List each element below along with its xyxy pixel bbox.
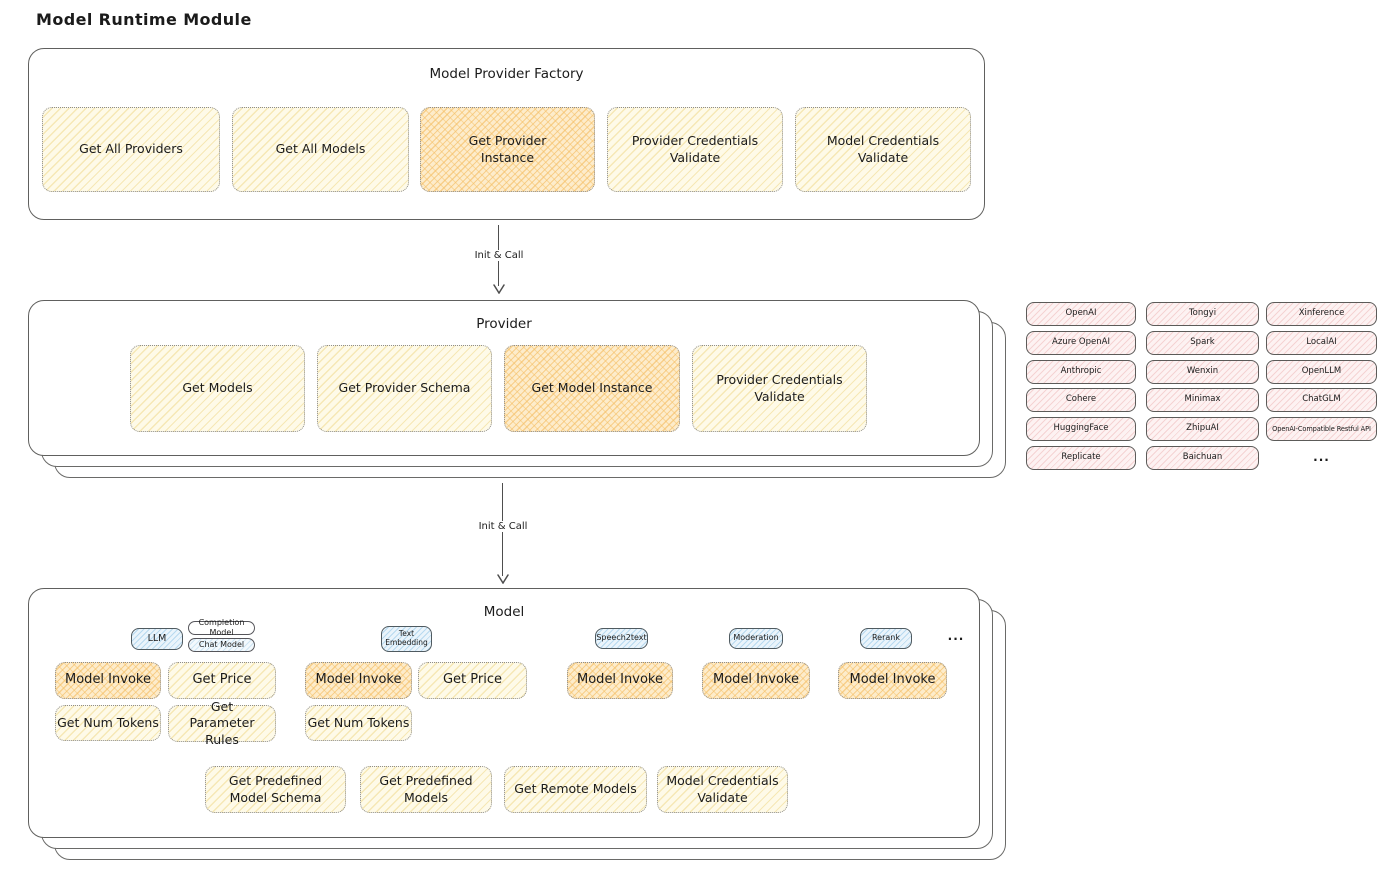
model-action-model-invoke: Model Invoke <box>838 662 947 699</box>
factory-button-get-all-models: Get All Models <box>232 107 409 192</box>
provider-button-provider-credentials-validate: Provider Credentials Validate <box>692 345 867 432</box>
model-action-get-remote-models: Get Remote Models <box>504 766 647 813</box>
tab-completion-model: Completion Model <box>188 618 255 637</box>
model-title: Model <box>483 604 525 620</box>
provider-button-get-model-instance: Get Model Instance <box>504 345 680 432</box>
provider-chip: Baichuan <box>1146 446 1259 470</box>
factory-button-get-all-providers: Get All Providers <box>42 107 220 192</box>
arrow-label: Init & Call <box>463 521 543 532</box>
factory-title: Model Provider Factory <box>429 66 584 82</box>
model-action-get-parameter-rules: Get Parameter Rules <box>168 699 276 747</box>
tab-text-embedding: Text Embedding <box>381 626 432 652</box>
provider-chip: ZhipuAI <box>1146 417 1259 441</box>
provider-chip: Anthropic <box>1026 360 1136 384</box>
factory-button-model-credentials-validate: Model Credentials Validate <box>795 107 971 192</box>
provider-chip: Tongyi <box>1146 302 1259 326</box>
tab-moderation: Moderation <box>729 628 783 649</box>
model-action-get-predefined-models: Get Predefined Models <box>360 766 492 813</box>
model-action-get-price: Get Price <box>168 662 276 699</box>
provider-chip: HuggingFace <box>1026 417 1136 441</box>
tab-chat-model: Chat Model <box>188 638 255 652</box>
factory-button-get-provider-instance: Get Provider Instance <box>420 107 595 192</box>
providers-more-ellipsis: ... <box>1313 450 1330 465</box>
factory-button-provider-credentials-validate: Provider Credentials Validate <box>607 107 783 192</box>
page-title: Model Runtime Module <box>36 10 252 29</box>
model-action-model-credentials-validate: Model Credentials Validate <box>657 766 788 813</box>
provider-title: Provider <box>476 316 532 332</box>
model-action-model-invoke: Model Invoke <box>567 662 673 699</box>
provider-button-get-models: Get Models <box>130 345 305 432</box>
provider-chip: Minimax <box>1146 388 1259 412</box>
provider-chip: Cohere <box>1026 388 1136 412</box>
model-action-model-invoke: Model Invoke <box>305 662 412 699</box>
tab-rerank: Rerank <box>860 628 912 649</box>
provider-chip: Spark <box>1146 331 1259 355</box>
arrowhead-icon <box>497 574 509 584</box>
provider-chip: OpenAI-Compatible Restful API <box>1266 417 1377 441</box>
provider-chip: LocalAI <box>1266 331 1377 355</box>
provider-chip: OpenLLM <box>1266 360 1377 384</box>
provider-chip: OpenAI <box>1026 302 1136 326</box>
tabs-more-ellipsis: ... <box>947 629 965 644</box>
model-action-get-num-tokens: Get Num Tokens <box>305 705 412 741</box>
provider-chip: Azure OpenAI <box>1026 331 1136 355</box>
provider-chip: Replicate <box>1026 446 1136 470</box>
tab-llm: LLM <box>131 628 183 650</box>
model-action-get-price: Get Price <box>418 662 527 699</box>
provider-chip: Xinference <box>1266 302 1377 326</box>
arrowhead-icon <box>493 284 505 294</box>
provider-chip: ChatGLM <box>1266 388 1377 412</box>
arrow-label: Init & Call <box>459 250 539 261</box>
model-action-get-predefined-model-schema: Get Predefined Model Schema <box>205 766 346 813</box>
tab-speech2text: Speech2text <box>595 628 648 649</box>
model-action-model-invoke: Model Invoke <box>55 662 161 699</box>
provider-chip: Wenxin <box>1146 360 1259 384</box>
provider-button-get-provider-schema: Get Provider Schema <box>317 345 492 432</box>
model-action-model-invoke: Model Invoke <box>702 662 810 699</box>
model-action-get-num-tokens: Get Num Tokens <box>55 705 161 741</box>
